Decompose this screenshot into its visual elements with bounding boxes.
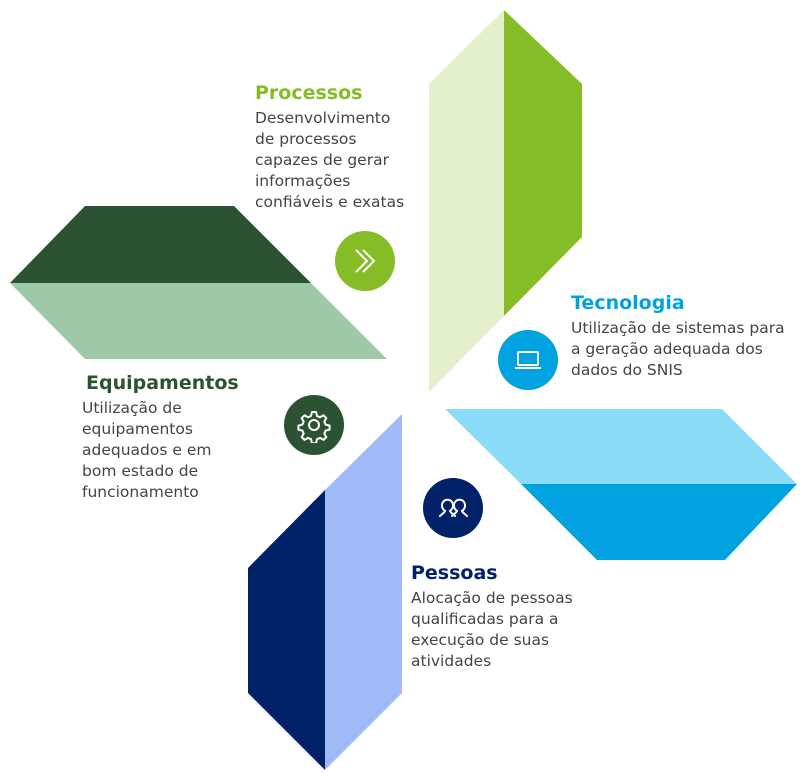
pessoas-title: Pessoas: [411, 562, 498, 584]
tecnologia-shape-light: [445, 409, 797, 484]
pessoas-description: Alocação de pessoas qualificadas para a …: [411, 589, 573, 670]
processos-icon-circle: [335, 231, 395, 291]
processos-shape-dark: [504, 10, 582, 316]
pessoas-icon-circle: [423, 478, 483, 538]
pessoas-shape-light: [325, 414, 402, 770]
processos-block: Processos Desenvolvimento de processos c…: [255, 82, 404, 213]
equipamentos-shape-light: [10, 283, 387, 359]
processos-title: Processos: [255, 82, 363, 104]
equipamentos-title: Equipamentos: [86, 372, 239, 394]
processos-shape-light: [429, 10, 504, 392]
gear-icon: [297, 411, 331, 443]
processos-description: Desenvolvimento de processos capazes de …: [255, 109, 405, 211]
tecnologia-block: Tecnologia Utilização de sistemas para a…: [571, 292, 785, 381]
tecnologia-title: Tecnologia: [571, 292, 685, 314]
tecnologia-description: Utilização de sistemas para a geração ad…: [571, 319, 785, 379]
double-chevron-right-icon: [355, 249, 376, 273]
laptop-icon: [515, 351, 541, 369]
pessoas-shape-dark: [248, 490, 325, 770]
equipamentos-block: Equipamentos Utilização de equipamentos …: [82, 372, 239, 503]
equipamentos-icon-circle: [284, 395, 344, 455]
equipamentos-description: Utilização de equipamentos adequados e e…: [82, 399, 212, 501]
tecnologia-icon-circle: [498, 330, 558, 390]
pessoas-block: Pessoas Alocação de pessoas qualificadas…: [411, 562, 573, 672]
tecnologia-shape-dark: [521, 484, 797, 560]
equipamentos-shape-dark: [10, 206, 311, 283]
people-icon: [439, 498, 468, 517]
